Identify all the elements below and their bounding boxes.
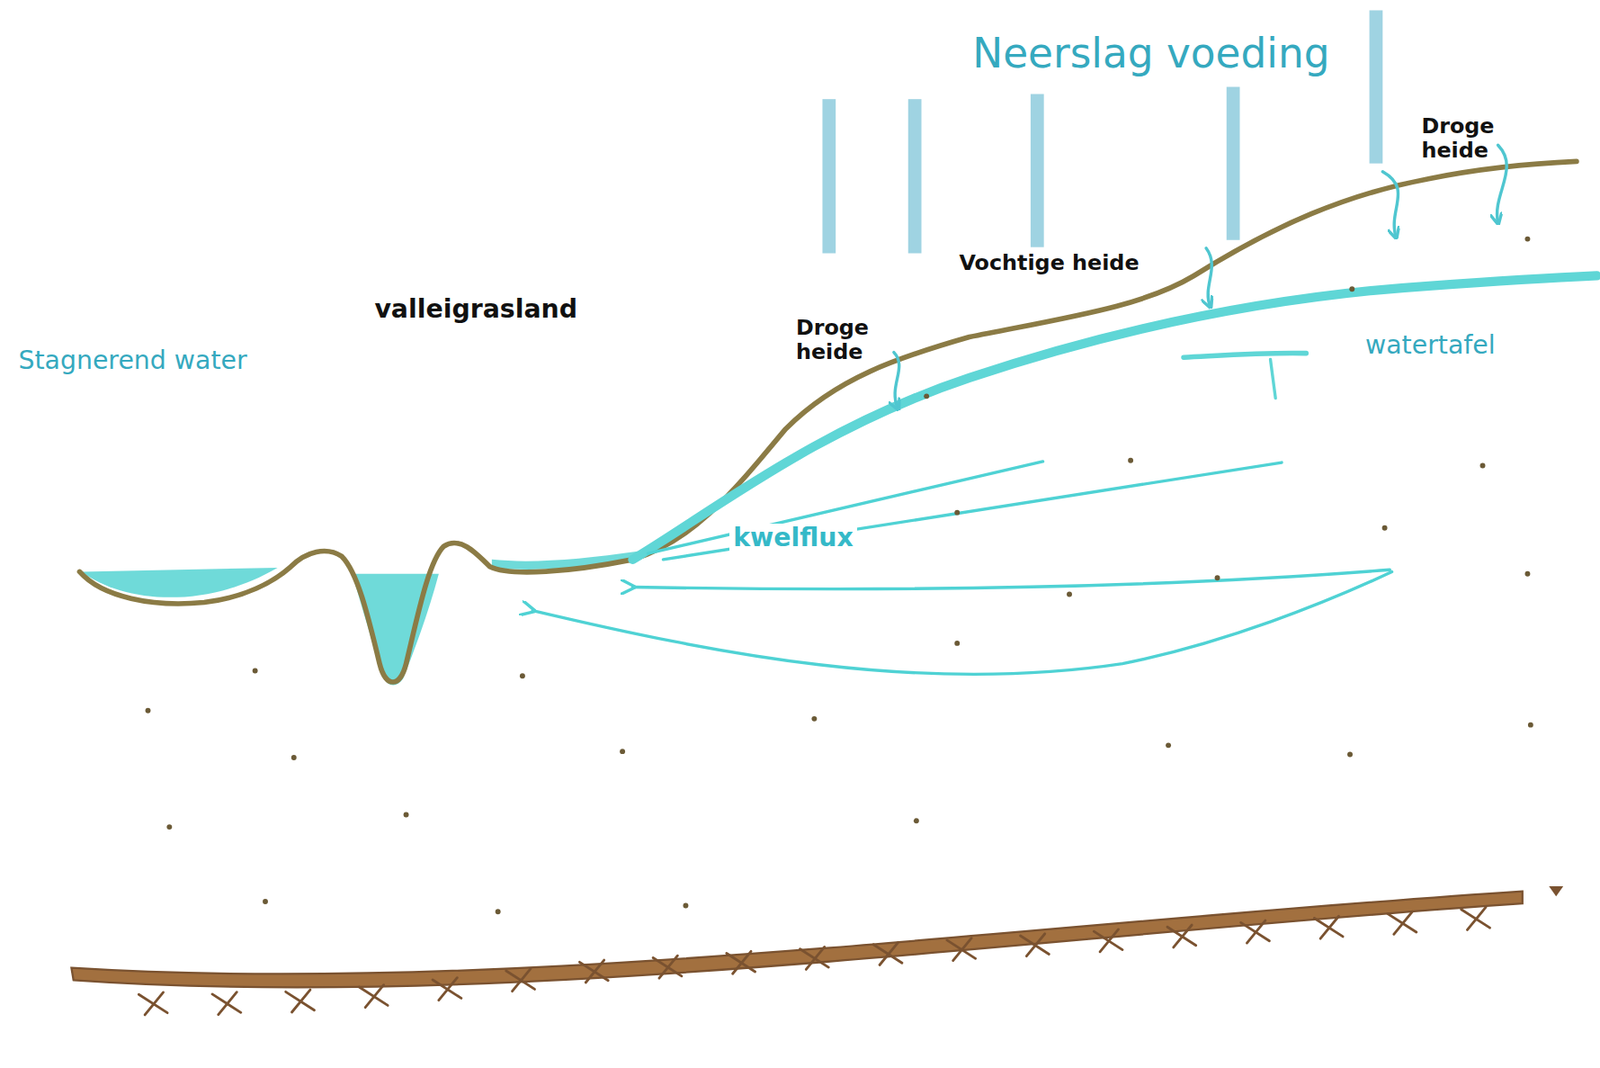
soil-dot (954, 640, 960, 646)
soil-dot (1165, 741, 1171, 748)
bedrock-hatch (286, 989, 315, 1012)
soil-dot (495, 908, 501, 914)
infiltration-arrows (893, 144, 1507, 409)
soil-dot (403, 812, 410, 818)
bedrock-hatch (212, 992, 242, 1015)
bedrock-hatch (1313, 915, 1343, 939)
bedrock-hatch (947, 938, 976, 961)
rain-bar (1030, 94, 1045, 248)
soil-dot (923, 393, 930, 399)
bedrock-hatch (1167, 924, 1197, 948)
bedrock-hatch (1461, 906, 1491, 930)
bedrock (71, 885, 1564, 1015)
soil-dot (291, 754, 297, 760)
bedrock-hatch (1241, 920, 1270, 943)
vegetation-label: valleigrasland (374, 294, 578, 325)
soil-dot (519, 672, 526, 679)
soil-dot (619, 748, 626, 754)
soil-dot (166, 823, 172, 830)
soil-dot (1349, 286, 1355, 292)
flow-line (662, 462, 1282, 560)
rain-bar (908, 98, 922, 253)
vegetation-label: Vochtige heide (958, 250, 1139, 276)
soil-dots (145, 236, 1534, 915)
water-label: watertafel (1365, 330, 1496, 361)
soil-dot (1066, 590, 1073, 597)
soil-dot (1480, 463, 1486, 469)
flow-line (632, 569, 1390, 589)
infiltration-arrow (893, 352, 900, 409)
bedrock-hatch (506, 968, 536, 992)
bedrock-hatch (800, 946, 830, 969)
flow-line (647, 461, 1043, 554)
bedrock-hatch (432, 977, 462, 1001)
bedrock-hatch (652, 955, 682, 978)
bedrock-hatch (1093, 929, 1123, 952)
soil-dot (145, 707, 152, 714)
soil-dot (252, 668, 259, 674)
bedrock-hatch (579, 959, 608, 983)
bedrock-hatch (358, 984, 388, 1008)
soil-dot (954, 509, 960, 516)
soil-dot (1524, 236, 1530, 242)
water-table-mark (1270, 358, 1277, 398)
bedrock-hatch (1387, 911, 1417, 934)
vegetation-label: Droge heide (795, 315, 869, 366)
bedrock-hatch (726, 950, 756, 974)
bedrock-hatch (1020, 933, 1050, 957)
soil-dot (1524, 571, 1530, 577)
soil-dot (811, 715, 817, 722)
infiltration-arrow (1206, 248, 1212, 307)
title-label: Neerslag voeding (972, 30, 1330, 78)
bedrock-hatching (138, 906, 1490, 1014)
infiltration-arrow (1382, 171, 1398, 238)
soil-dot (1382, 525, 1388, 531)
flow-label: kwelflux (729, 523, 858, 554)
flow-line (532, 571, 1392, 674)
vegetation-label: Droge heide (1421, 114, 1494, 164)
bedrock-layer (71, 891, 1522, 988)
soil-dot (682, 902, 689, 909)
soil-dot (1127, 457, 1134, 464)
water-table-line (632, 275, 1597, 559)
rain-bar (1226, 87, 1241, 241)
water-table (632, 275, 1597, 559)
bedrock-hatch (873, 942, 903, 966)
infiltration-arrow (1497, 144, 1508, 223)
seepage-flows (532, 461, 1392, 674)
soil-dot (913, 817, 920, 823)
ground-surface (79, 160, 1576, 682)
water-label: Stagnerend water (17, 346, 247, 376)
soil-dot (1215, 574, 1221, 581)
bedrock-hatch (138, 992, 168, 1015)
rain-bar (822, 98, 836, 253)
rain-bar (1369, 9, 1384, 163)
bedrock-tip (1548, 885, 1564, 896)
soil-dot (1528, 722, 1534, 728)
water-table-mark (1183, 352, 1306, 358)
soil-dot (1347, 751, 1353, 758)
soil-dot (262, 898, 269, 904)
